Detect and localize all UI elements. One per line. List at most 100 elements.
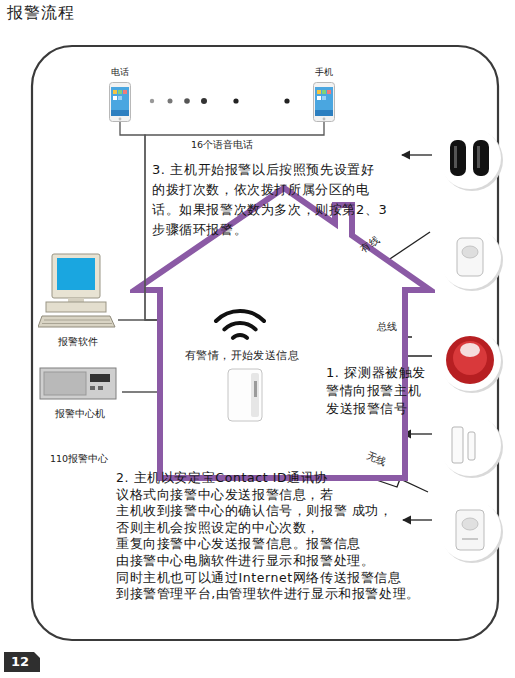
phone-screen	[315, 87, 333, 116]
detector-circle	[439, 414, 501, 476]
app-icon	[322, 90, 326, 94]
pir-mark	[462, 538, 478, 540]
alarm-center-device	[38, 366, 122, 402]
wifi-arc	[233, 335, 247, 338]
device-label: 电话	[98, 66, 142, 79]
group-label: 110报警中心	[50, 453, 108, 466]
siren-body	[446, 336, 494, 384]
beam-unit	[450, 140, 466, 176]
detector-circle	[439, 499, 501, 561]
connector-line	[122, 391, 157, 392]
app-icon	[123, 90, 127, 94]
dock	[315, 110, 333, 116]
wifi-symbol	[216, 311, 264, 338]
alarm-center-machine-node: 报警中心机	[38, 366, 122, 422]
step-note: 1. 探测器被触发 警情向报警主机 发送报警信号	[326, 364, 438, 418]
home-button	[323, 118, 326, 121]
beam-detector	[450, 140, 489, 176]
monitor-screen	[57, 258, 95, 290]
phone-screen	[111, 87, 129, 116]
system-unit	[46, 302, 106, 312]
phone-icon	[109, 82, 131, 122]
dock	[111, 110, 129, 116]
front-panel	[44, 372, 86, 395]
page-number: 12	[11, 654, 29, 669]
phone-body	[314, 83, 335, 122]
alarm-host-device	[228, 369, 262, 421]
step-note: 2. 主机以安定宝Contact ID通讯协 议格式向接警中心发送报警信息，若 …	[116, 470, 446, 603]
wifi-arc	[224, 323, 255, 329]
rounded-frame	[32, 46, 498, 640]
telephone-node: 电话	[98, 62, 142, 122]
detector-circle	[439, 227, 501, 289]
pir-lens	[462, 246, 478, 258]
beam-highlight	[477, 146, 480, 168]
door-contact	[452, 427, 475, 463]
beam-highlight	[454, 146, 457, 168]
phone-body	[110, 83, 131, 122]
detector-circle	[439, 329, 501, 391]
connector-line	[118, 319, 157, 320]
app-icon	[118, 96, 122, 100]
host-side	[251, 373, 259, 417]
dot	[284, 98, 289, 103]
dot	[168, 99, 173, 104]
key-row	[44, 320, 110, 321]
signal-arrow	[402, 154, 432, 155]
siren	[446, 336, 494, 384]
dot	[150, 99, 154, 103]
key-row	[42, 323, 112, 324]
dot	[233, 98, 238, 103]
connector-line	[145, 122, 324, 320]
pir-lens	[462, 518, 478, 530]
app-icon	[317, 90, 321, 94]
pir-body	[456, 510, 484, 550]
monitor	[52, 254, 100, 298]
device-label: 报警软件	[38, 336, 118, 349]
computer-icon	[38, 252, 118, 332]
detector-circle	[439, 127, 501, 189]
app-icon	[113, 96, 117, 100]
signal-arrow	[403, 519, 432, 520]
house-caption: 有警情，开始发送信息	[180, 349, 304, 363]
beam-unit	[473, 140, 489, 176]
app-icon	[322, 96, 326, 100]
home-button	[119, 118, 122, 121]
app-icon	[113, 90, 117, 94]
device-label: 手机	[302, 66, 346, 79]
button	[98, 386, 103, 390]
alarm-software-node: 报警软件	[38, 252, 118, 352]
app-icon	[317, 96, 321, 100]
phone-icon	[313, 82, 335, 122]
siren-ring	[453, 341, 487, 375]
step-note: 3. 主机开始报警以后按照预先设置好 的拨打次数，依次拨打所属分区的电 话。如果…	[152, 160, 397, 240]
page-tab	[4, 652, 40, 672]
app-icon	[118, 90, 122, 94]
app-icon	[327, 90, 331, 94]
keyboard	[38, 316, 115, 327]
pir-body	[457, 238, 483, 276]
wireless-pir	[456, 510, 484, 550]
dot	[184, 98, 190, 104]
link-label: 总线	[377, 320, 397, 334]
connector-line	[120, 122, 157, 320]
pir-detector	[457, 238, 483, 276]
display	[90, 374, 110, 382]
page-title: 报警流程	[7, 3, 75, 24]
ellipsis-dots	[150, 98, 290, 104]
monitor-stand	[68, 298, 84, 302]
detector-circles	[439, 127, 503, 563]
siren-lamp	[460, 343, 480, 357]
dot	[201, 98, 207, 104]
wifi-arc	[216, 311, 264, 321]
mobile-phone-node: 手机	[302, 62, 346, 122]
contact-magnet	[468, 432, 475, 460]
button	[90, 386, 95, 390]
contact-bar	[452, 427, 463, 463]
edge-label: 16个语音电话	[162, 139, 282, 152]
device-label: 报警中心机	[38, 408, 122, 421]
cabinet	[40, 368, 116, 399]
host-slot	[254, 381, 257, 397]
